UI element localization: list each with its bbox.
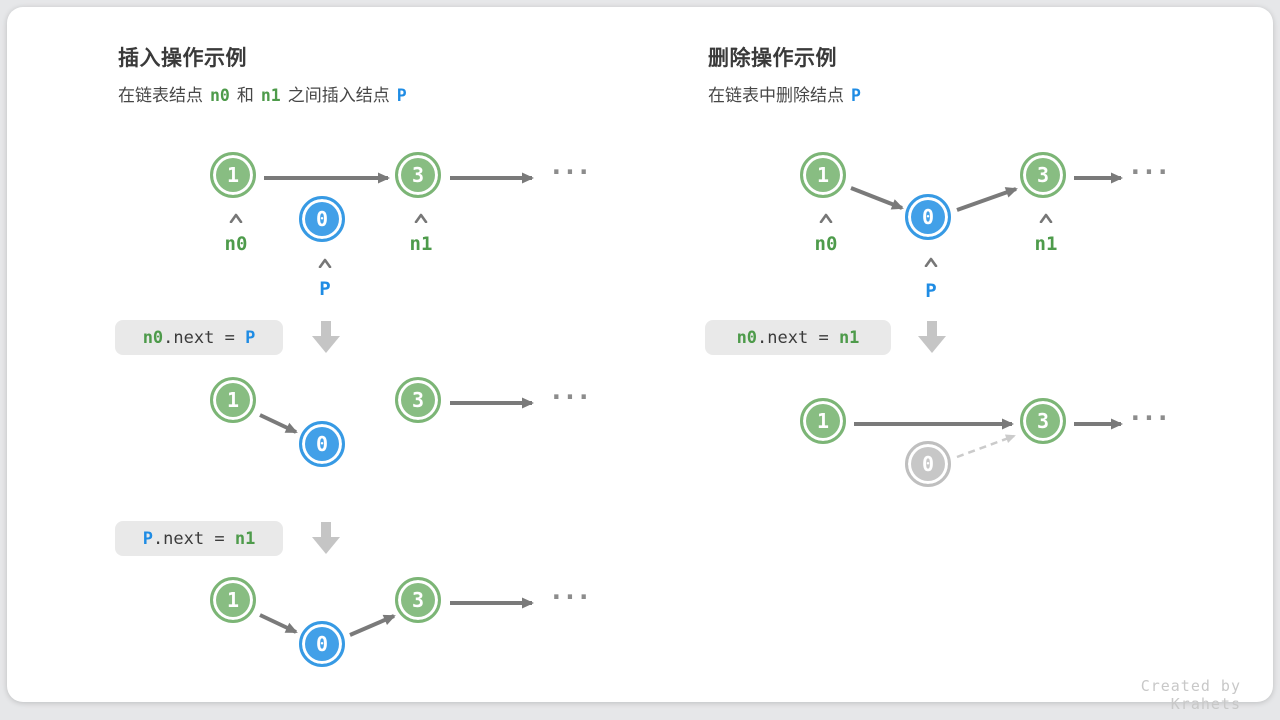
insert-fig-step2-node-n0: 1 bbox=[210, 577, 256, 623]
caret-up-icon bbox=[924, 257, 938, 267]
insert-subtitle: 在链表结点 n0 和 n1 之间插入结点 P bbox=[118, 81, 414, 106]
code-token-rhs: n1 bbox=[234, 528, 256, 549]
caret-up-icon bbox=[1039, 213, 1053, 223]
insert-fig-initial-node-n0: 1 bbox=[210, 152, 256, 198]
caret-up-icon bbox=[229, 213, 243, 223]
insert-fig-initial-node-p: 0 bbox=[299, 196, 345, 242]
pointer-label-p: P bbox=[319, 278, 331, 300]
node-value: 0 bbox=[315, 432, 329, 456]
caret-up-icon bbox=[819, 213, 833, 223]
insert-subtitle-text-3: 之间插入结点 bbox=[287, 86, 390, 105]
delete-fig-initial-node-n1: 3 bbox=[1020, 152, 1066, 198]
node-value: 3 bbox=[1036, 163, 1050, 187]
caret-up-icon bbox=[318, 258, 332, 268]
delete-fig-initial-node-n0: 1 bbox=[800, 152, 846, 198]
delete-subtitle-text-1: 在链表中删除结点 bbox=[708, 86, 844, 105]
code-token-mid: .next = bbox=[152, 528, 235, 549]
node-value: 1 bbox=[226, 588, 240, 612]
node-value: 0 bbox=[921, 452, 935, 476]
pointer-label-n1: n1 bbox=[1034, 233, 1058, 255]
pointer-label-n0: n0 bbox=[224, 233, 248, 255]
code-token-mid: .next = bbox=[163, 327, 246, 348]
node-value: 3 bbox=[411, 588, 425, 612]
ellipsis-dots: ... bbox=[548, 151, 592, 181]
ellipsis-dots: ... bbox=[548, 576, 592, 606]
code-chip-insert-step2: P.next = n1 bbox=[115, 521, 283, 556]
pointer-label-n0: n0 bbox=[814, 233, 838, 255]
insert-subtitle-token-p: P bbox=[396, 86, 407, 105]
node-value: 3 bbox=[411, 163, 425, 187]
code-token-mid: .next = bbox=[757, 327, 839, 348]
code-token-lhs: n0 bbox=[142, 327, 164, 348]
block-down-arrow-icon bbox=[918, 321, 946, 353]
pointer-label-p: P bbox=[925, 280, 937, 302]
node-value: 1 bbox=[226, 388, 240, 412]
node-value: 3 bbox=[411, 388, 425, 412]
ellipsis-dots: ... bbox=[1127, 151, 1171, 181]
delete-fig-step1-node-n1: 3 bbox=[1020, 398, 1066, 444]
insert-fig-step2-node-p: 0 bbox=[299, 621, 345, 667]
code-chip-insert-step1: n0.next = P bbox=[115, 320, 283, 355]
delete-fig-step1-node-n0: 1 bbox=[800, 398, 846, 444]
delete-title: 删除操作示例 bbox=[708, 47, 837, 70]
insert-fig-step1-node-p: 0 bbox=[299, 421, 345, 467]
code-token-lhs: n0 bbox=[736, 327, 758, 348]
block-down-arrow-icon bbox=[312, 522, 340, 554]
insert-fig-step1-node-n0: 1 bbox=[210, 377, 256, 423]
watermark: Created by Krahets bbox=[1140, 677, 1241, 713]
code-token-rhs: P bbox=[245, 327, 256, 348]
code-chip-delete-step1: n0.next = n1 bbox=[705, 320, 891, 355]
insert-fig-step1-node-n1: 3 bbox=[395, 377, 441, 423]
node-value: 1 bbox=[816, 163, 830, 187]
delete-subtitle: 在链表中删除结点 P bbox=[708, 81, 868, 106]
node-value: 1 bbox=[226, 163, 240, 187]
insert-subtitle-token-n1: n1 bbox=[260, 86, 281, 105]
ellipsis-dots: ... bbox=[548, 376, 592, 406]
ellipsis-dots: ... bbox=[1127, 397, 1171, 427]
insert-subtitle-text-2: 和 bbox=[236, 86, 254, 105]
pointer-label-n1: n1 bbox=[409, 233, 433, 255]
insert-subtitle-token-n0: n0 bbox=[210, 86, 230, 105]
code-token-rhs: n1 bbox=[838, 327, 860, 348]
delete-fig-step1-node-p-removed: 0 bbox=[905, 441, 951, 487]
node-value: 3 bbox=[1036, 409, 1050, 433]
insert-fig-step2-node-n1: 3 bbox=[395, 577, 441, 623]
caret-up-icon bbox=[414, 213, 428, 223]
node-value: 0 bbox=[315, 207, 329, 231]
node-value: 0 bbox=[315, 632, 329, 656]
delete-subtitle-token-p: P bbox=[851, 86, 861, 105]
insert-title: 插入操作示例 bbox=[118, 47, 247, 70]
node-value: 0 bbox=[921, 205, 935, 229]
block-down-arrow-icon bbox=[312, 321, 340, 353]
delete-fig-initial-node-p: 0 bbox=[905, 194, 951, 240]
insert-fig-initial-node-n1: 3 bbox=[395, 152, 441, 198]
insert-subtitle-text-1: 在链表结点 bbox=[118, 86, 203, 105]
code-token-lhs: P bbox=[142, 528, 153, 549]
node-value: 1 bbox=[816, 409, 830, 433]
